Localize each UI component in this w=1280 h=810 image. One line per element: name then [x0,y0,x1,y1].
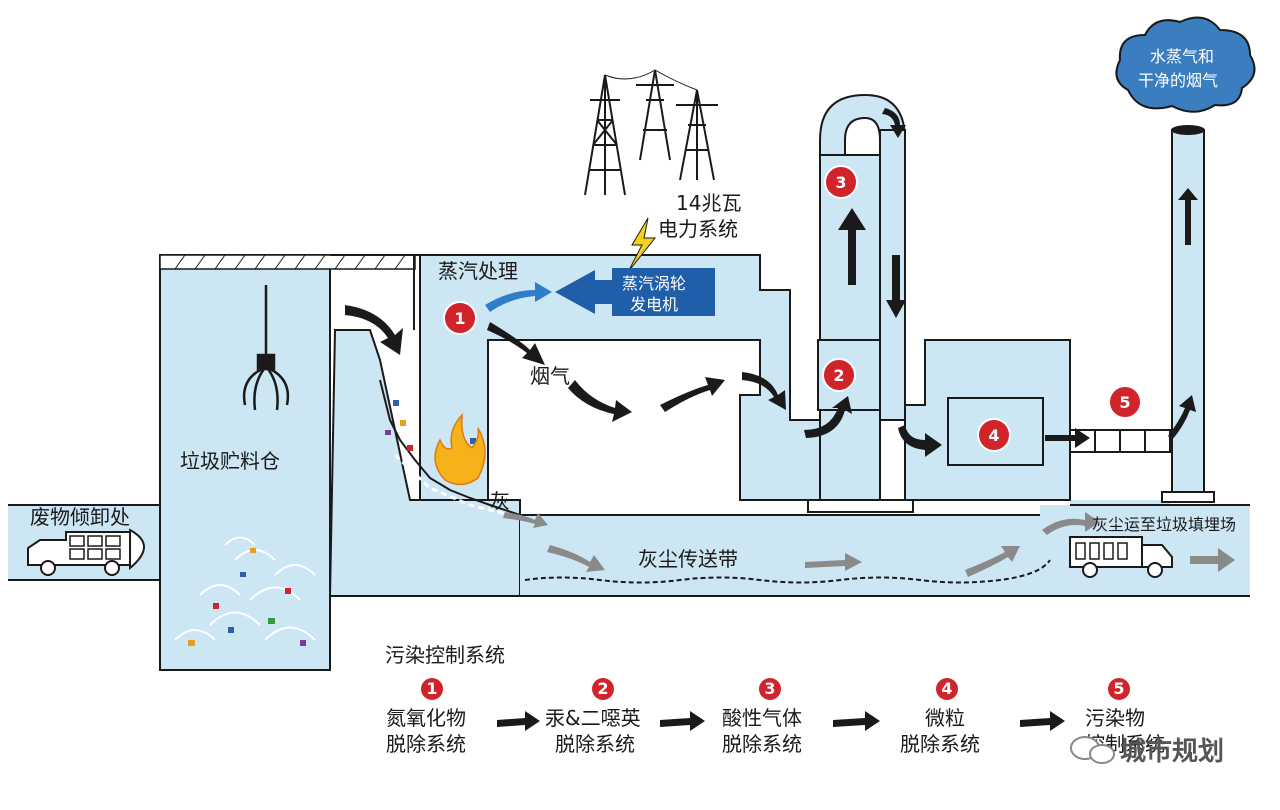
svg-text:1: 1 [454,309,465,328]
flow-arrow-blue [485,282,552,312]
waste-bits [188,400,476,646]
flow-arrows-black [345,108,1198,457]
tower-body [819,154,881,501]
svg-text:2: 2 [833,366,844,385]
feed-chute [328,329,521,597]
conveyor-belt [524,559,1051,584]
svg-text:汞&二噁英: 汞&二噁英 [545,706,641,730]
label-power-line2: 电力系统 [658,217,738,241]
conveyor-tunnel [520,515,1040,596]
grate [379,379,521,596]
marker-1: 1 [443,301,477,335]
legend-item-1: 1 氮氧化物 脱除系统 [386,678,466,756]
pylon-icon [584,69,718,196]
flow-arrows-gray [503,512,1235,577]
svg-text:污染物: 污染物 [1085,706,1145,730]
svg-text:2: 2 [597,679,608,698]
legend-item-4: 4 微粒 脱除系统 [900,678,980,756]
label-turbine-line2: 发电机 [630,295,678,314]
label-ash: 灰 [490,489,510,513]
ash-truck-icon [1069,536,1173,578]
svg-text:4: 4 [988,426,999,445]
svg-text:氮氧化物: 氮氧化物 [386,706,466,730]
label-ash-destination: 灰尘运至垃圾填埋场 [1092,515,1236,534]
legend-arrows [497,711,1065,731]
svg-text:脱除系统: 脱除系统 [900,732,980,756]
stack-top [1171,125,1205,135]
marker-3: 3 [824,165,858,199]
waste-pile [174,536,316,641]
svg-text:脱除系统: 脱除系统 [386,732,466,756]
legend-item-5: 5 污染物 控制系统 [1085,678,1165,756]
svg-text:城市规划: 城市规划 [1120,736,1224,767]
marker-5: 5 [1108,385,1142,419]
label-turbine-line1: 蒸汽涡轮 [622,274,686,293]
legend-title: 污染控制系统 [385,643,505,667]
svg-text:4: 4 [941,679,952,698]
tower-base [807,499,914,513]
svg-text:3: 3 [835,173,846,192]
label-flue-gas: 烟气 [530,364,570,388]
svg-text:3: 3 [764,679,775,698]
label-power-line1: 14兆瓦 [676,191,741,215]
legend-item-2: 2 汞&二噁英 脱除系统 [545,678,641,756]
svg-text:脱除系统: 脱除系统 [555,732,635,756]
marker-2: 2 [822,358,856,392]
label-conveyor: 灰尘传送带 [638,547,738,571]
label-bunker: 垃圾贮料仓 [180,449,280,473]
watermark: 城市规划 [1070,736,1224,767]
svg-text:5: 5 [1119,393,1130,412]
legend-item-3: 3 酸性气体 脱除系统 [722,678,802,756]
garbage-truck-icon [27,528,145,576]
svg-text:微粒: 微粒 [925,706,965,730]
label-steam-processing: 蒸汽处理 [438,259,518,283]
claw-crane-icon [242,285,290,411]
grate-dash [393,453,511,517]
svg-text:酸性气体: 酸性气体 [722,706,802,730]
stack [1171,129,1205,501]
label-dump: 废物倾卸处 [30,505,130,529]
svg-text:脱除系统: 脱除系统 [722,732,802,756]
flame-icon [434,412,486,486]
svg-text:5: 5 [1113,679,1124,698]
turbine-generator [555,268,715,316]
label-cloud-line2: 干净的烟气 [1138,71,1218,90]
label-cloud-line1: 水蒸气和 [1150,47,1214,66]
cloud-icon [1115,16,1256,113]
stack-base [1161,491,1215,503]
marker-4: 4 [977,418,1011,452]
svg-text:1: 1 [426,679,437,698]
